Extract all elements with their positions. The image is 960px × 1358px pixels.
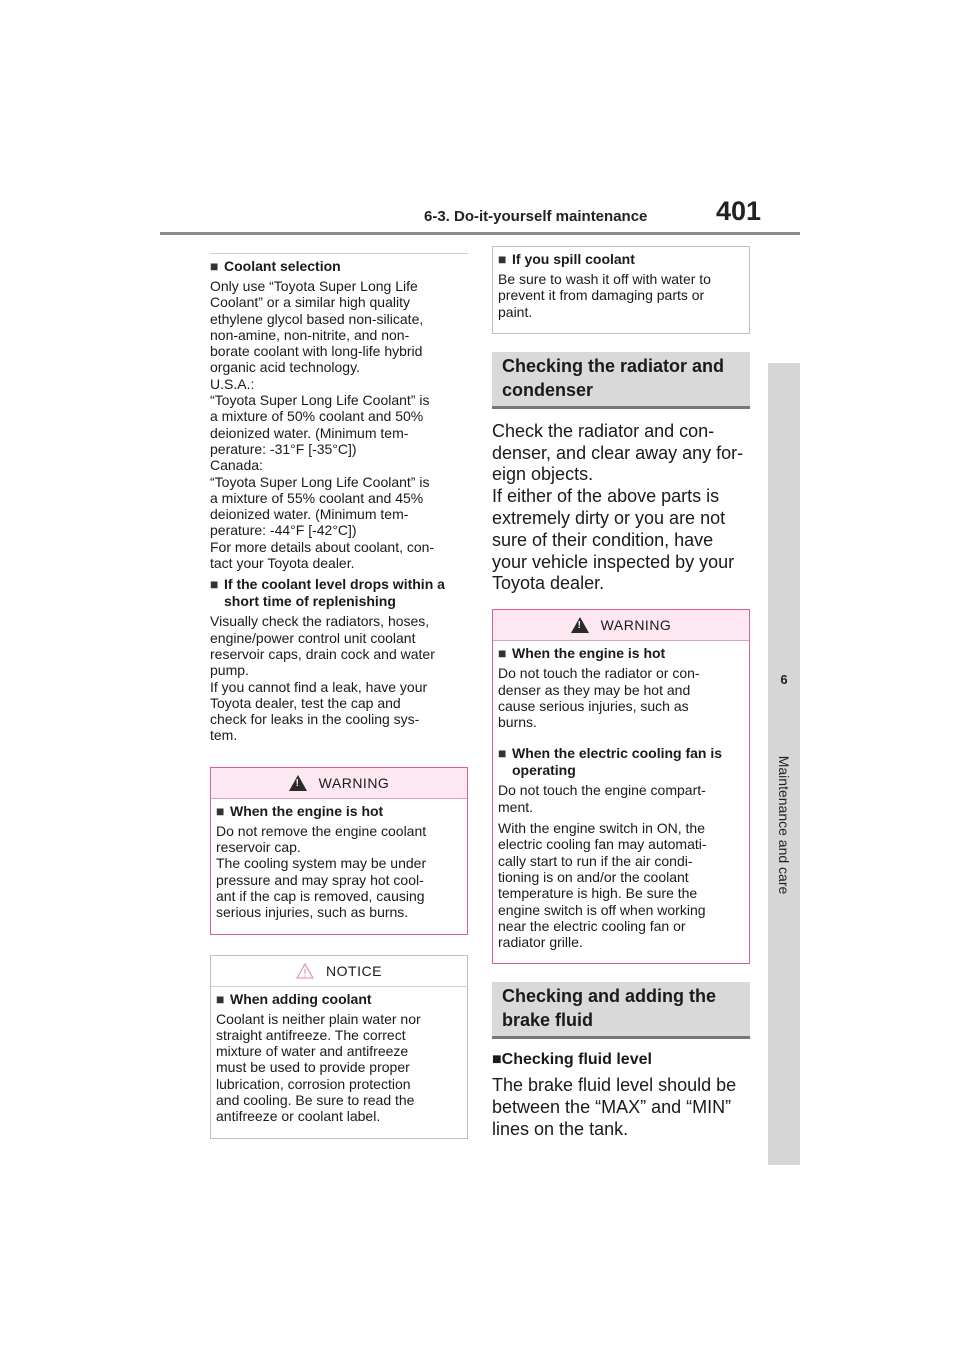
chapter-tab: [768, 363, 800, 1165]
coolant-selection-body: Only use “Toyota Super Long Life Coolant…: [210, 278, 435, 572]
level-drops-body: Visually check the radiators, hoses, eng…: [210, 613, 435, 744]
warning-body: Do not remove the engine coolant reservo…: [216, 822, 427, 921]
warning-label: WARNING: [318, 774, 390, 791]
notice-heading: ■When adding coolant: [216, 990, 372, 1007]
bullet-square-icon: ■: [498, 251, 507, 267]
bullet-square-icon: ■: [210, 576, 219, 593]
warning-item2-body2: With the engine switch in ON, the electr…: [498, 820, 707, 951]
level-drops-heading: ■If the coolant level drops within a sho…: [210, 576, 445, 610]
warning-triangle-icon: [570, 617, 589, 634]
bullet-square-icon: ■: [498, 645, 507, 662]
section-title: 6-3. Do-it-yourself maintenance: [424, 208, 648, 225]
chapter-title: Maintenance and care: [776, 755, 792, 895]
page-number: 401: [716, 196, 762, 226]
bullet-square-icon: ■: [210, 258, 219, 274]
notice-label: NOTICE: [326, 962, 382, 979]
notice-header: NOTICE: [211, 956, 467, 987]
spill-body: Be sure to wash it off with water to pre…: [498, 271, 711, 320]
coolant-selection-heading: ■Coolant selection: [210, 258, 341, 274]
warning-item1-body: Do not touch the radiator or con- denser…: [498, 665, 700, 731]
warning-triangle-icon: [288, 774, 307, 791]
warning-item1-heading: ■When the engine is hot: [498, 645, 666, 662]
radiator-section-title: Checking the radiator and condenser: [492, 351, 750, 409]
brake-sub-heading: ■Checking fluid level: [492, 1051, 652, 1069]
column-top-rule: [210, 253, 468, 254]
warning-box-radiator: WARNING ■When the engine is hot Do not t…: [492, 609, 750, 965]
notice-body: Coolant is neither plain water nor strai…: [216, 1010, 421, 1125]
bullet-square-icon: ■: [216, 990, 225, 1007]
warning-label: WARNING: [600, 617, 672, 634]
warning-header: WARNING: [493, 610, 749, 642]
bullet-square-icon: ■: [216, 802, 225, 819]
spill-box: ■If you spill coolant Be sure to wash it…: [492, 246, 750, 334]
brake-section-title: Checking and adding the brake fluid: [492, 982, 750, 1040]
radiator-section-body: Check the radiator and con- denser, and …: [492, 420, 744, 594]
warning-heading: ■When the engine is hot: [216, 802, 384, 819]
warning-header: WARNING: [211, 767, 467, 799]
warning-item2-heading: ■When the electric cooling fan is operat…: [498, 745, 723, 779]
right-column: ■If you spill coolant Be sure to wash it…: [492, 246, 750, 1149]
chapter-number: 6: [780, 672, 788, 687]
warning-item2-body1: Do not touch the engine compart- ment.: [498, 782, 706, 815]
notice-box-adding-coolant: NOTICE ■When adding coolant Coolant is n…: [210, 954, 468, 1139]
bullet-square-icon: ■: [492, 1051, 502, 1069]
notice-triangle-icon: [296, 962, 315, 979]
spill-heading: ■If you spill coolant: [498, 251, 635, 267]
left-column: ■Coolant selection Only use “Toyota Supe…: [210, 253, 468, 1139]
bullet-square-icon: ■: [498, 745, 507, 762]
brake-section-body: The brake fluid level should be between …: [492, 1075, 737, 1140]
warning-box-engine-hot: WARNING ■When the engine is hot Do not r…: [210, 766, 468, 935]
header-rule: [160, 232, 800, 235]
